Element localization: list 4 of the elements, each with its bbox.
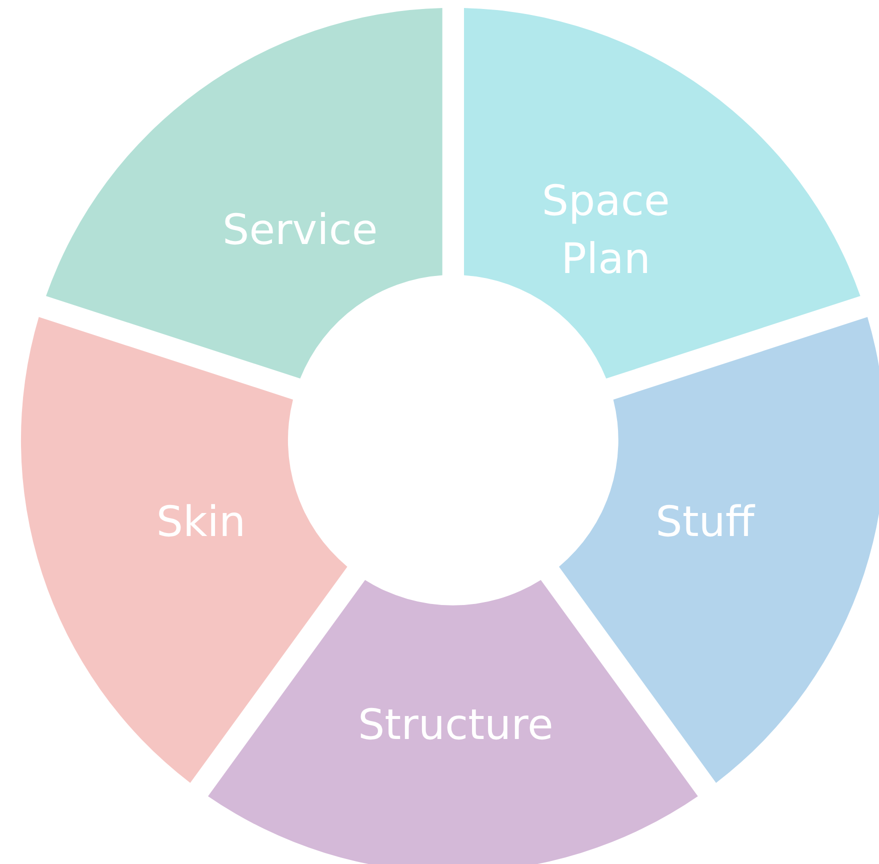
segment-label: Skin bbox=[155, 496, 247, 548]
segment-label: Space Plan bbox=[540, 174, 671, 285]
segment-label: Stuff bbox=[654, 496, 756, 548]
segment-label: Service bbox=[222, 204, 379, 256]
